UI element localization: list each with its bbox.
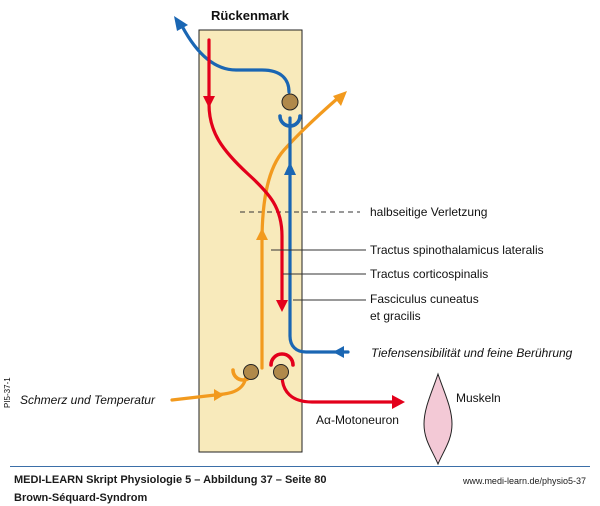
- footer-divider: [10, 466, 590, 467]
- label-corticospinal: Tractus corticospinalis: [370, 267, 488, 281]
- neuron-body-motor: [273, 364, 289, 380]
- pain-top-arrowhead: [333, 91, 347, 106]
- muscle-shape: [423, 372, 453, 466]
- pain-input-arrowhead: [214, 389, 224, 401]
- label-deep-sensibility: Tiefensensibilität und feine Berührung: [371, 346, 573, 360]
- footer-subtitle: Brown-Séquard-Syndrom: [14, 492, 148, 504]
- deep-top-arrowhead: [174, 16, 188, 31]
- diagram-title: Rückenmark: [211, 8, 290, 23]
- motor-pathway: [207, 38, 398, 404]
- label-muscle: Muskeln: [456, 391, 501, 405]
- spinal-cord: [198, 29, 303, 453]
- neuron-body-deep: [281, 93, 299, 111]
- motor-down-arrowhead-top: [203, 96, 215, 108]
- label-side-code: PI5-37-1: [3, 377, 12, 408]
- deep-input-arrowhead: [333, 346, 344, 358]
- label-motoneuron: Aα-Motoneuron: [316, 413, 399, 427]
- deep-sensibility-pathway: [180, 24, 350, 354]
- neuron-body-pain: [243, 364, 259, 380]
- footer-url: www.medi-learn.de/physio5-37: [462, 476, 586, 486]
- label-cuneatus-line1: Fasciculus cuneatus: [370, 292, 479, 306]
- motor-down-arrowhead-lower: [276, 300, 288, 312]
- label-spinothalamic: Tractus spinothalamicus lateralis: [370, 243, 544, 257]
- pain-up-arrowhead: [256, 228, 268, 240]
- deep-up-arrowhead: [284, 162, 296, 175]
- label-cuneatus-line2: et gracilis: [370, 309, 421, 323]
- footer-title: MEDI-LEARN Skript Physiologie 5 – Abbild…: [14, 474, 327, 486]
- motor-out-arrowhead: [392, 395, 405, 409]
- label-pain-temperature: Schmerz und Temperatur: [20, 393, 156, 407]
- label-lesion: halbseitige Verletzung: [370, 205, 487, 219]
